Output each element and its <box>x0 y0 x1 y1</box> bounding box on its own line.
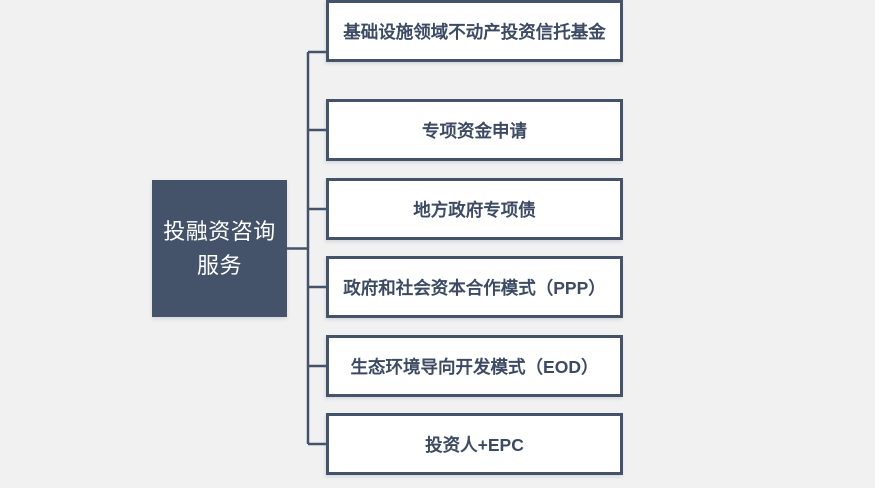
branch-node-label: 地方政府专项债 <box>413 199 536 220</box>
branch-node-ppp-model: 政府和社会资本合作模式（PPP） <box>326 256 623 318</box>
root-node-investment-financing-consulting: 投融资咨询 服务 <box>152 180 287 317</box>
branch-node-investor-plus-epc: 投资人+EPC <box>326 413 623 475</box>
root-node-label-line1: 投融资咨询 <box>163 218 276 244</box>
branch-node-label: 生态环境导向开发模式（EOD） <box>350 356 599 377</box>
branch-node-local-government-special-bonds: 地方政府专项债 <box>326 178 623 240</box>
branch-node-infrastructure-reits: 基础设施领域不动产投资信托基金 <box>326 0 623 62</box>
root-node-label-line2: 服务 <box>196 252 242 278</box>
branch-node-label: 投资人+EPC <box>425 434 524 455</box>
branch-node-label: 基础设施领域不动产投资信托基金 <box>343 21 606 42</box>
branch-node-eod-model: 生态环境导向开发模式（EOD） <box>326 335 623 397</box>
branch-node-label: 政府和社会资本合作模式（PPP） <box>343 277 606 298</box>
branch-node-label: 专项资金申请 <box>422 120 527 141</box>
branch-node-special-fund-application: 专项资金申请 <box>326 99 623 161</box>
